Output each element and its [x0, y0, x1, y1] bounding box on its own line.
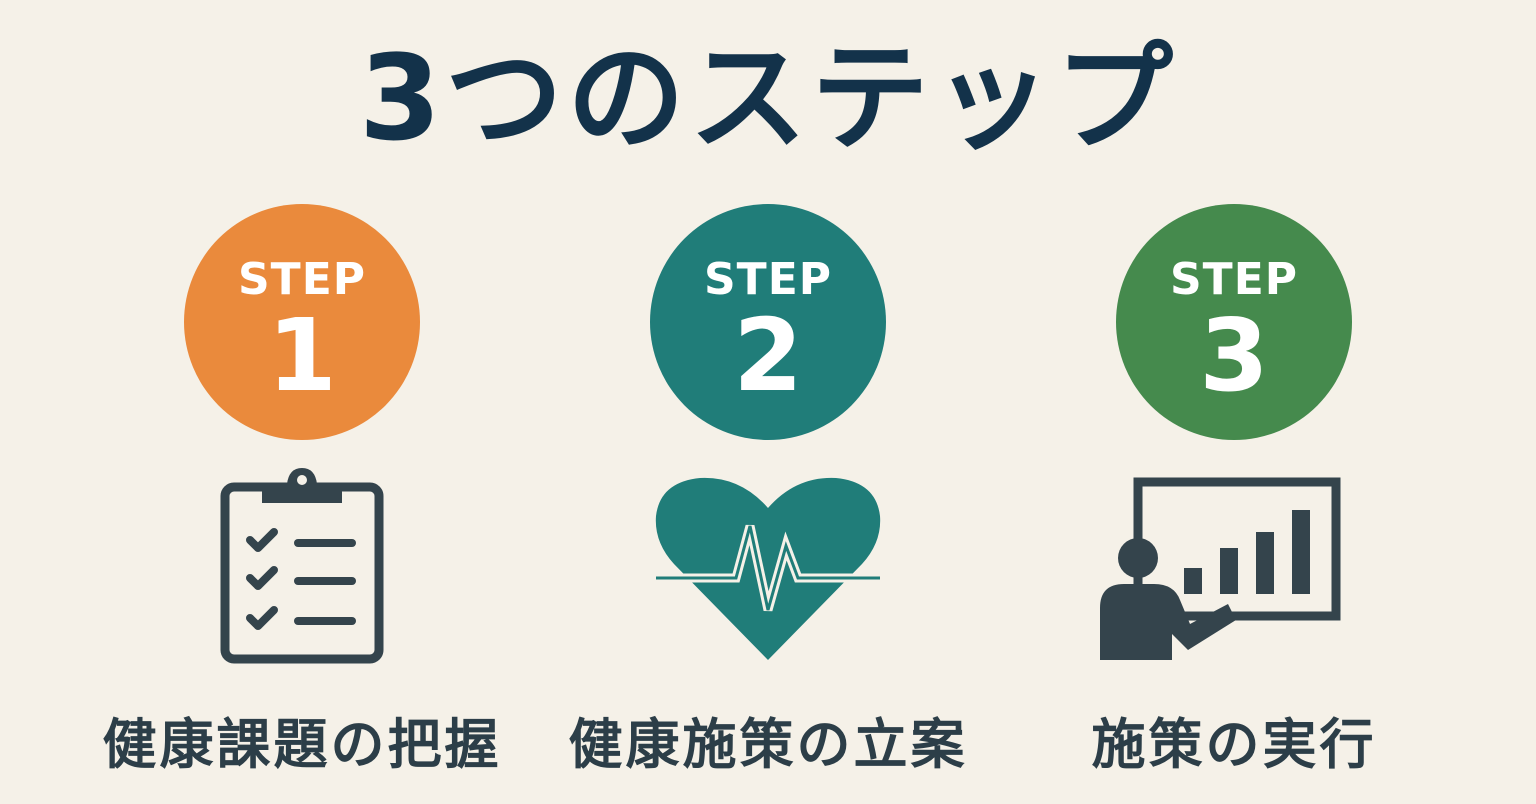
- presentation-chart-icon: [1100, 477, 1341, 660]
- step-2-number: 2: [733, 297, 803, 414]
- step-3-number: 3: [1199, 297, 1269, 414]
- clipboard-checklist-icon: [220, 468, 384, 664]
- step-2-label: 健康施策の立案: [568, 713, 968, 776]
- step-3-badge: STEP 3: [1116, 204, 1352, 440]
- step-3-label: 施策の実行: [1091, 713, 1377, 776]
- step-2-badge: STEP 2: [650, 204, 886, 440]
- step-3-badge-label: STEP: [1169, 254, 1298, 305]
- heartbeat-icon: [655, 477, 881, 660]
- page-title: 3つのステップ: [358, 29, 1178, 167]
- step-1-label: 健康課題の把握: [102, 713, 502, 776]
- step-2-badge-label: STEP: [703, 254, 832, 305]
- step-1-badge-label: STEP: [237, 254, 366, 305]
- step-1-badge: STEP 1: [184, 204, 420, 440]
- step-1-number: 1: [267, 297, 337, 414]
